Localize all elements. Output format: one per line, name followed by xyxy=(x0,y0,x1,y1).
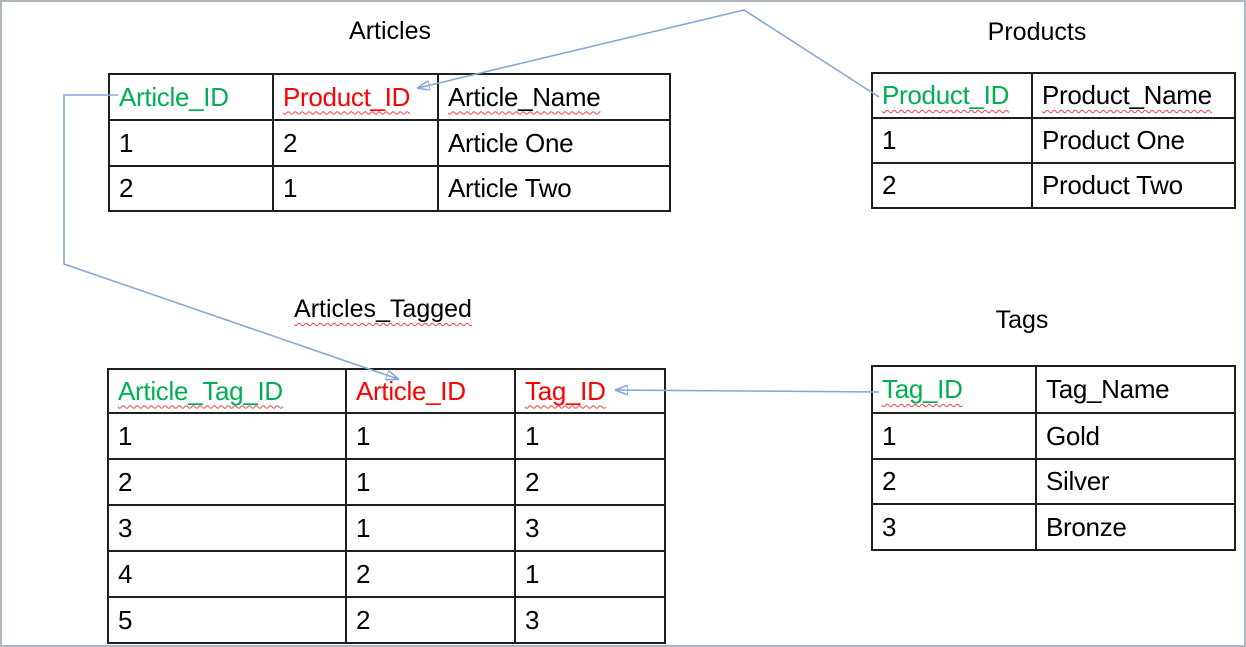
table-cell: 4 xyxy=(107,550,347,598)
table-cell: Silver xyxy=(1035,458,1236,505)
table-cell: 1 xyxy=(345,458,516,506)
table-row: 5 2 3 xyxy=(107,596,666,644)
table-cell: 2 xyxy=(345,550,516,598)
table-cell: 1 xyxy=(514,412,666,460)
table-cell: Article Two xyxy=(437,165,671,212)
table-cell: 1 xyxy=(345,504,516,552)
table-cell: 3 xyxy=(514,596,666,644)
column-header-article-id: Article_ID xyxy=(345,368,516,414)
table-row: 2 Product Two xyxy=(871,162,1236,209)
table-cell: Gold xyxy=(1035,412,1236,460)
column-header-tag-id: Tag_ID xyxy=(871,365,1037,414)
table-cell: 2 xyxy=(871,162,1033,209)
table-cell: Article One xyxy=(437,119,671,167)
table-row: 2 1 Article Two xyxy=(108,165,671,212)
column-header-article-tag-id: Article_Tag_ID xyxy=(107,368,347,414)
table-cell: 1 xyxy=(345,412,516,460)
column-header-product-name: Product_Name xyxy=(1031,72,1236,119)
table-row: 1 2 Article One xyxy=(108,119,671,167)
table-row: 1 Product One xyxy=(871,117,1236,164)
column-header-article-id: Article_ID xyxy=(108,73,274,121)
table-header-row: Tag_ID Tag_Name xyxy=(871,365,1236,414)
table-cell: 1 xyxy=(514,550,666,598)
table-cell: 2 xyxy=(108,165,274,212)
table-header-row: Product_ID Product_Name xyxy=(871,72,1236,119)
column-header-tag-name: Tag_Name xyxy=(1035,365,1236,414)
articles-table: Article_ID Product_ID Article_Name 1 2 A… xyxy=(108,73,671,212)
articles-tagged-table: Article_Tag_ID Article_ID Tag_ID 1 1 1 2… xyxy=(107,368,666,644)
articles-tagged-table-title: Articles_Tagged xyxy=(294,295,472,323)
products-table: Product_ID Product_Name 1 Product One 2 … xyxy=(871,72,1236,209)
table-row: 1 Gold xyxy=(871,412,1236,460)
column-header-product-id: Product_ID xyxy=(272,73,439,121)
table-cell: Bronze xyxy=(1035,503,1236,551)
column-header-product-id: Product_ID xyxy=(871,72,1033,119)
table-cell: 3 xyxy=(107,504,347,552)
table-cell: 1 xyxy=(108,119,274,167)
table-cell: 1 xyxy=(871,117,1033,164)
table-header-row: Article_Tag_ID Article_ID Tag_ID xyxy=(107,368,666,414)
tags-table: Tag_ID Tag_Name 1 Gold 2 Silver 3 Bronze xyxy=(871,365,1236,551)
articles-table-title: Articles xyxy=(349,17,431,45)
table-row: 4 2 1 xyxy=(107,550,666,598)
table-row: 3 Bronze xyxy=(871,503,1236,551)
column-header-article-name: Article_Name xyxy=(437,73,671,121)
table-cell: 2 xyxy=(345,596,516,644)
table-row: 1 1 1 xyxy=(107,412,666,460)
table-row: 2 1 2 xyxy=(107,458,666,506)
table-row: 3 1 3 xyxy=(107,504,666,552)
table-cell: 3 xyxy=(514,504,666,552)
table-cell: 3 xyxy=(871,503,1037,551)
table-cell: 2 xyxy=(272,119,439,167)
table-cell: 1 xyxy=(107,412,347,460)
table-cell: 1 xyxy=(871,412,1037,460)
table-cell: 1 xyxy=(272,165,439,212)
table-cell: Product Two xyxy=(1031,162,1236,209)
table-cell: 2 xyxy=(107,458,347,506)
table-row: 2 Silver xyxy=(871,458,1236,505)
column-header-tag-id: Tag_ID xyxy=(514,368,666,414)
table-cell: 2 xyxy=(514,458,666,506)
products-table-title: Products xyxy=(987,18,1087,46)
table-header-row: Article_ID Product_ID Article_Name xyxy=(108,73,671,121)
tags-table-title: Tags xyxy=(995,306,1049,334)
table-cell: Product One xyxy=(1031,117,1236,164)
table-cell: 2 xyxy=(871,458,1037,505)
table-cell: 5 xyxy=(107,596,347,644)
